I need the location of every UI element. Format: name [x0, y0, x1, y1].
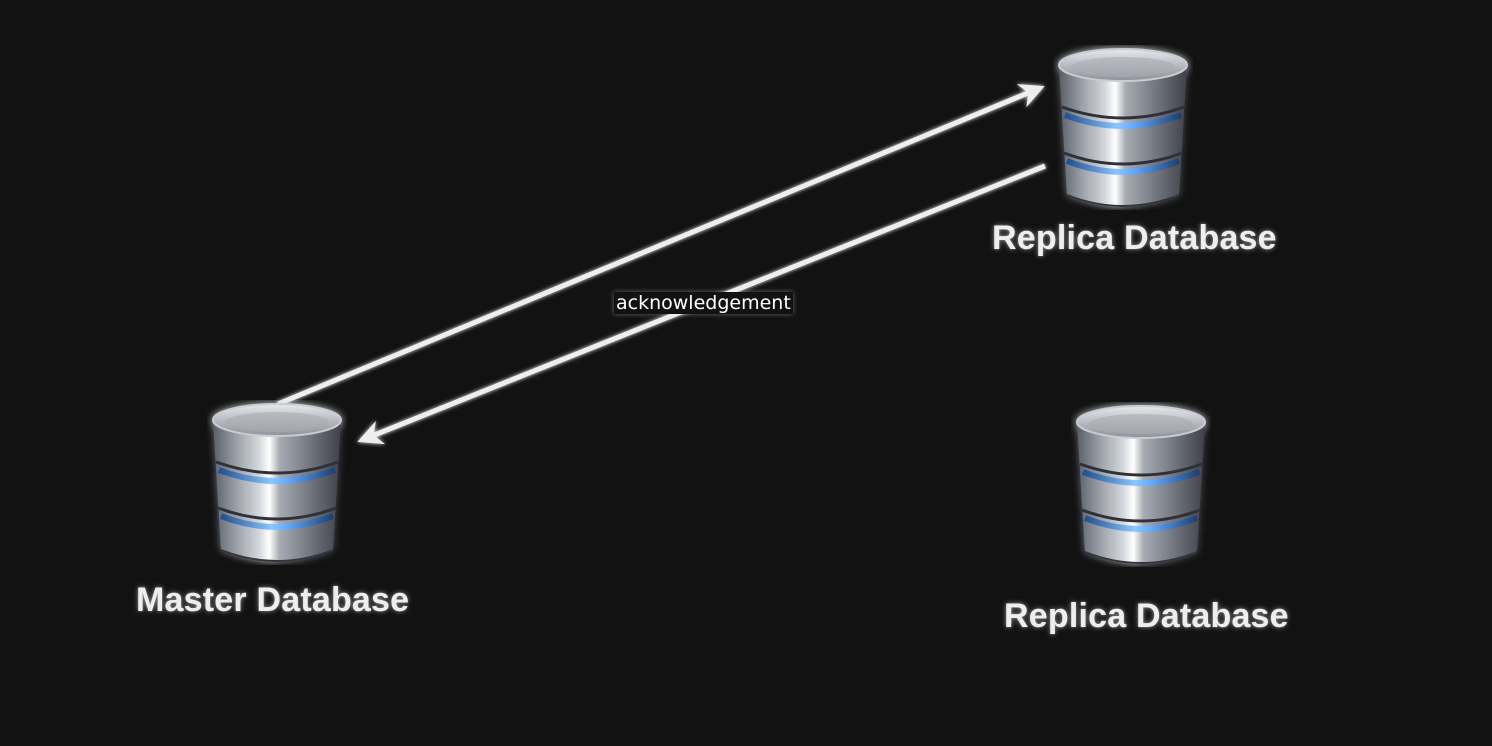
database-icon	[207, 400, 347, 565]
database-icon	[1053, 45, 1193, 210]
database-icon	[1071, 402, 1211, 567]
arrow-master-to-replica-1	[277, 84, 1045, 407]
replica-database-label-2: Replica Database	[1004, 597, 1289, 635]
master-database-label: Master Database	[136, 581, 410, 619]
edge-label-acknowledgement: acknowledgement	[614, 292, 793, 314]
replica-database-label-1: Replica Database	[992, 219, 1277, 257]
